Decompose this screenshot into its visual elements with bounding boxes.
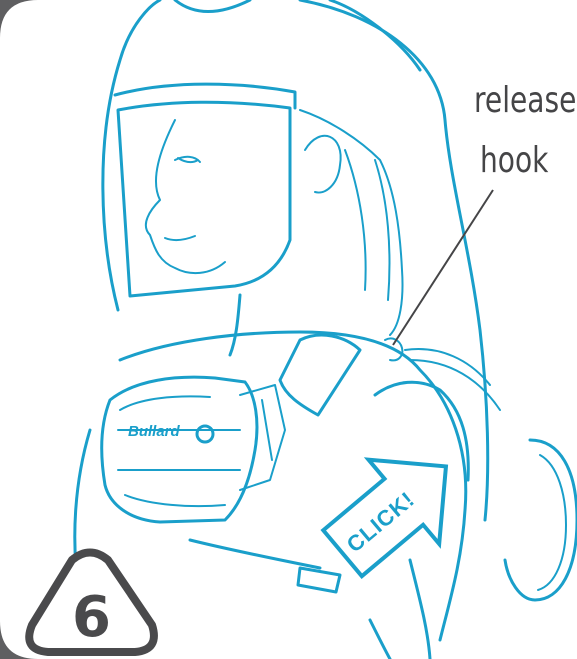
callout-release-label: release [474, 78, 576, 124]
device-brand: Bullard [128, 423, 181, 440]
callout-hook-label: hook [480, 138, 548, 184]
step-number: 6 [72, 585, 111, 650]
